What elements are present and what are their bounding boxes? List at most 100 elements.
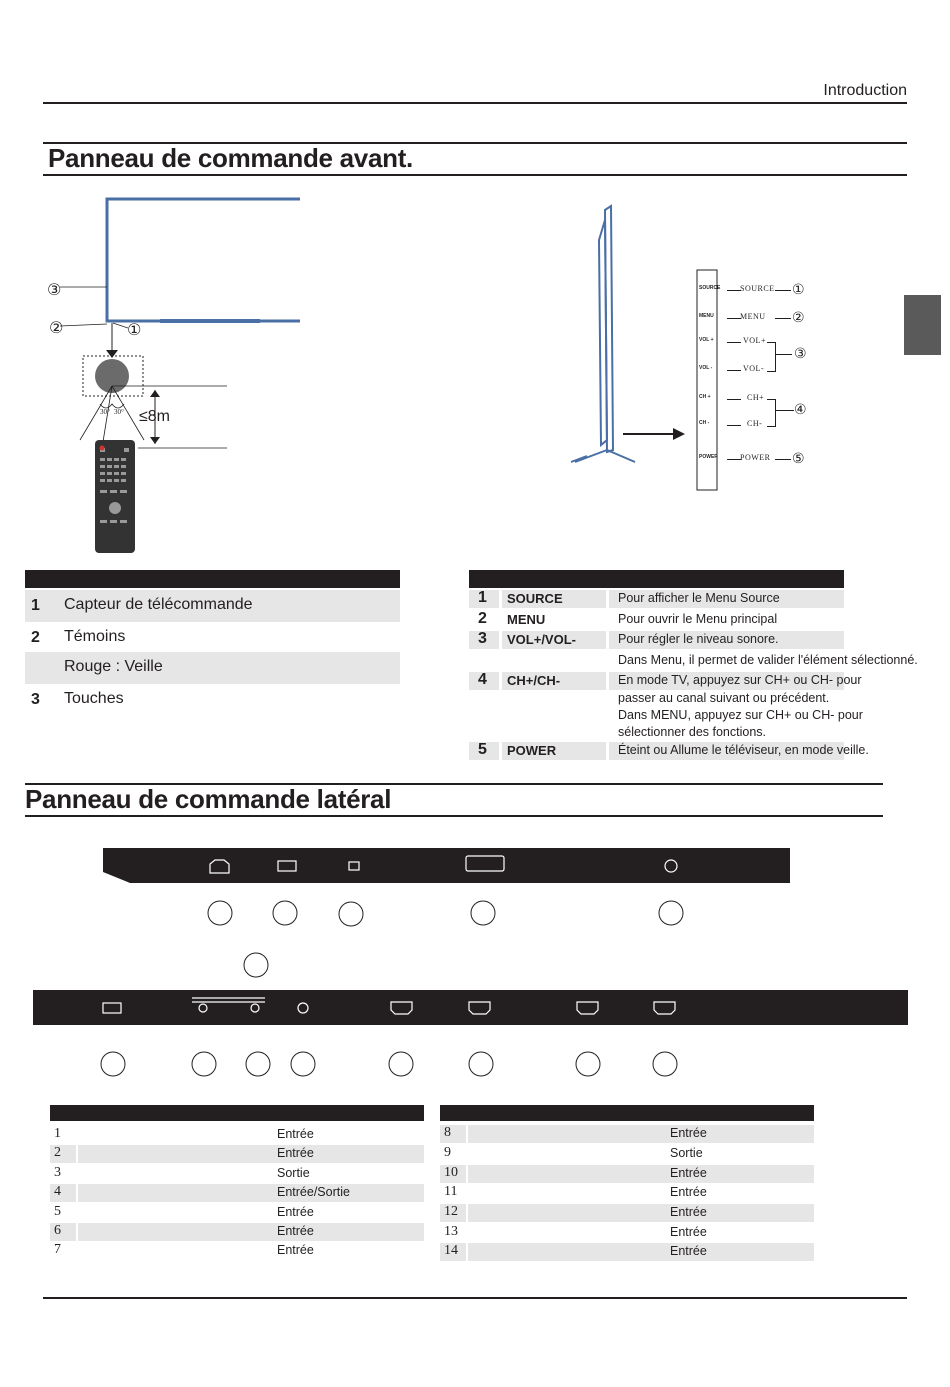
table-row (25, 590, 400, 622)
ch-bracket-stem (775, 410, 794, 411)
marker-leader (775, 459, 791, 460)
cell-key-bg (502, 742, 606, 760)
connector-diagram (33, 848, 908, 1077)
row-number: 5 (478, 741, 487, 758)
side-button-label: VOL- (743, 364, 765, 373)
leader-line (727, 399, 741, 400)
row-desc: Éteint ou Allume le téléviseur, en mode … (618, 743, 869, 757)
side-button-text: VOL + (699, 337, 714, 343)
side-button-text: CH + (699, 394, 711, 400)
row-type: Entrée/Sortie (277, 1185, 350, 1199)
hdmi-port-1-icon (390, 1001, 413, 1015)
side-button-label: CH+ (747, 393, 765, 402)
hdmi-port-3-icon (576, 1001, 599, 1015)
leader-line (727, 425, 741, 426)
side-button-marker: ④ (794, 401, 807, 417)
table-row (25, 652, 400, 684)
cell-name-bg (78, 1223, 273, 1241)
leader-line (727, 370, 741, 371)
angle-right: 30° (114, 408, 124, 416)
bottom-connector-strip (33, 990, 908, 1025)
row-key: CH+/CH- (507, 673, 561, 688)
chapter-tab (904, 295, 941, 355)
row-number: 2 (478, 610, 487, 627)
row-text: Témoins (64, 628, 126, 645)
row-key: SOURCE (507, 591, 563, 606)
row-number: 3 (478, 630, 487, 647)
cell-num-bg (50, 1223, 76, 1241)
cell-num-bg (440, 1165, 466, 1183)
callout-1: ① (127, 322, 142, 339)
side-button-label: MENU (740, 312, 766, 321)
title-rule-top (43, 142, 907, 144)
row-number: 4 (478, 671, 487, 688)
row-desc: Dans Menu, il permet de valider l'élémen… (618, 653, 918, 667)
cell-name-bg (78, 1145, 273, 1163)
usb-port-2-icon (102, 1002, 122, 1014)
cell-key-bg (502, 631, 606, 649)
marker-leader (775, 318, 791, 319)
distance-label: ≤8m (139, 408, 171, 425)
callout-3: ③ (47, 282, 62, 299)
row-desc: sélectionner des fonctions. (618, 725, 767, 739)
side-button-label: VOL+ (743, 336, 766, 345)
callout-2: ② (49, 320, 64, 337)
title-rule-bottom (43, 174, 907, 176)
row-number: 2 (54, 1145, 61, 1160)
cell-type-bg (666, 1204, 814, 1222)
row-type: Entrée (670, 1185, 707, 1199)
marker-leader (775, 290, 791, 291)
row-text: Capteur de télécommande (64, 596, 253, 613)
leader-line (727, 342, 741, 343)
side-button-label: SOURCE (740, 284, 775, 293)
row-key: MENU (507, 612, 546, 627)
front-left-table-header (25, 570, 400, 588)
row-number: 1 (478, 589, 487, 606)
row-desc: Pour afficher le Menu Source (618, 591, 780, 605)
row-number: 13 (444, 1224, 458, 1239)
cell-name-bg (468, 1165, 666, 1183)
row-desc: passer au canal suivant ou précédent. (618, 691, 830, 705)
row-type: Entrée (277, 1205, 314, 1219)
side-tv-diagram (570, 204, 718, 491)
vga-port-icon (465, 855, 505, 872)
cell-type-bg (273, 1223, 424, 1241)
front-right-table-header (469, 570, 844, 588)
row-number: 10 (444, 1165, 458, 1180)
lan-port-icon (209, 859, 230, 874)
front-tv-diagram (59, 197, 300, 553)
row-type: Entrée (670, 1205, 707, 1219)
cell-name-bg (468, 1125, 666, 1143)
cell-name-bg (468, 1204, 666, 1222)
hdmi-port-4-icon (653, 1001, 676, 1015)
row-type: Entrée (277, 1224, 314, 1238)
remote-sensor-icon (95, 359, 129, 393)
ch-bracket (767, 399, 776, 427)
sensor-zoom-box (82, 355, 144, 397)
side-button-marker: ⑤ (792, 450, 805, 466)
vol-bracket (767, 342, 776, 372)
tv-screen (105, 197, 300, 323)
cell-num-bg (50, 1184, 76, 1202)
side-button-marker: ① (792, 281, 805, 297)
top-connector-strip (103, 848, 790, 883)
cell-desc-bg (609, 672, 844, 690)
side-panel-title: Panneau de commande latéral (25, 784, 392, 814)
row-number: 12 (444, 1204, 458, 1219)
row-number: 3 (54, 1165, 61, 1180)
cell-desc-bg (609, 742, 844, 760)
row-type: Sortie (277, 1166, 310, 1180)
remote-control-icon (95, 440, 135, 553)
cell-type-bg (273, 1145, 424, 1163)
row-type: Entrée (670, 1166, 707, 1180)
row-type: Entrée (277, 1146, 314, 1160)
cell-num-bg (440, 1204, 466, 1222)
cell-name-bg (78, 1184, 273, 1202)
row-text: Rouge : Veille (64, 658, 163, 675)
vol-bracket-stem (775, 354, 792, 355)
row-desc: Pour ouvrir le Menu principal (618, 612, 778, 626)
usb-port-icon (277, 860, 297, 872)
side-button-text: VOL - (699, 365, 713, 371)
cell-num-bg (50, 1145, 76, 1163)
cell-num-bg (440, 1243, 466, 1261)
